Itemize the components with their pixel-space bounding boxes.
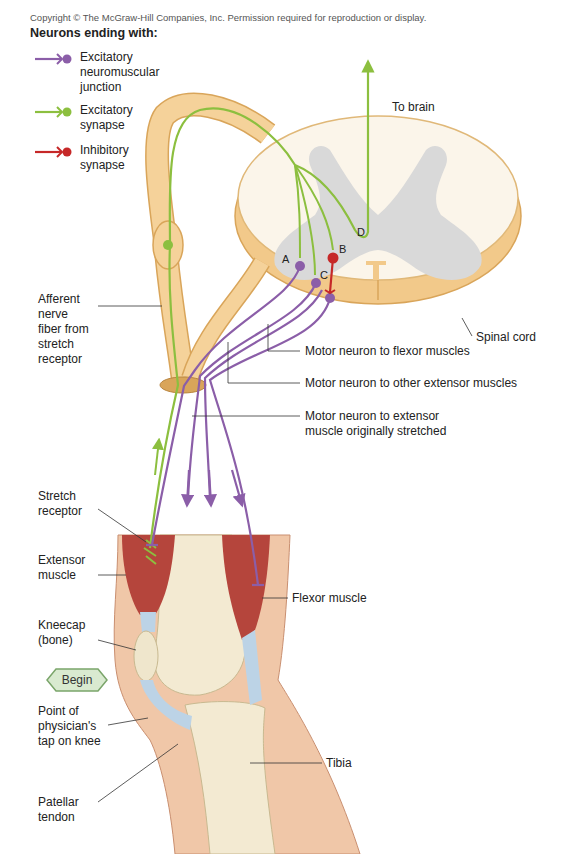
legend-label: Excitatory synapse (80, 103, 175, 133)
stretch-receptor (144, 540, 156, 564)
start-hexagon: Begin (46, 668, 108, 692)
neuromuscular-junction (146, 544, 158, 546)
leader-line (98, 306, 162, 307)
legend-swatch (33, 105, 73, 119)
leader-line (268, 324, 300, 351)
tibia-bone (185, 702, 275, 854)
hexagon-shape (47, 669, 107, 691)
spinal-cord-face (238, 116, 518, 280)
legend-swatch (33, 145, 73, 159)
swatch-fork (57, 147, 62, 157)
neuron-letter: C (320, 268, 334, 283)
part-label: Extensor muscle (38, 553, 98, 583)
dorsal-root-ganglion (153, 221, 183, 269)
leader-line (228, 342, 300, 383)
signal-arrow (155, 440, 159, 475)
legend-label: Excitatory neuromuscular junction (80, 50, 175, 95)
part-label: Tibia (326, 756, 386, 771)
part-label: Stretch receptor (38, 489, 98, 519)
swatch-dot (63, 148, 72, 157)
direction-label: To brain (392, 100, 472, 115)
motor-neuron (188, 283, 316, 500)
flexor-tendon (242, 630, 262, 705)
leader-line (98, 575, 126, 576)
motor-cell-body (311, 278, 321, 288)
inhibitory-synapse (325, 290, 335, 293)
part-label: Motor neuron to extensor muscle original… (305, 409, 470, 439)
leader-line (98, 509, 146, 542)
central-canal (366, 261, 386, 265)
leader-line (192, 416, 300, 417)
swatch-fork (57, 54, 62, 64)
swatch-dot (63, 55, 72, 64)
flexor-muscle (222, 535, 270, 640)
sensory-cell-body (163, 240, 173, 250)
legend-item: Excitatory neuromuscular junction (33, 50, 183, 96)
legend-item: Excitatory synapse (33, 103, 183, 149)
quadriceps-tendon (140, 612, 156, 632)
neuron-letter: D (357, 225, 371, 240)
neuromuscular-junction (252, 584, 264, 586)
afferent-branch (295, 165, 333, 250)
patellar-tendon (140, 680, 192, 730)
gray-matter (274, 146, 481, 280)
swatch-line (35, 111, 61, 113)
leader-line (98, 744, 178, 802)
part-label: Flexor muscle (292, 591, 412, 606)
legend-item: Inhibitory synapse (33, 143, 183, 189)
afferent-fiber (150, 108, 295, 548)
legend-heading: Neurons ending with: (30, 26, 250, 41)
swatch-dot (63, 108, 72, 117)
signal-arrow (232, 470, 242, 505)
part-label: Motor neuron to flexor muscles (305, 344, 565, 359)
motor-neuron (210, 298, 330, 585)
copyright-note: Copyright © The McGraw-Hill Companies, I… (30, 10, 570, 25)
motor-cell-body (325, 293, 335, 303)
part-label: Point of physician's tap on knee (38, 704, 108, 749)
leader-line (98, 640, 136, 650)
motor-neuron (152, 266, 300, 545)
kneecap-bone (134, 631, 158, 681)
leg-skin (114, 535, 360, 854)
part-label: Motor neuron to other extensor muscles (305, 376, 565, 391)
leader-line (108, 718, 148, 725)
leader-line (262, 598, 288, 599)
node-label: Begin (46, 668, 108, 692)
swatch-line (35, 58, 61, 60)
legend-label: Inhibitory synapse (80, 143, 175, 173)
motor-cell-body (295, 261, 305, 271)
signal-arrow (187, 470, 189, 505)
part-label: Kneecap (bone) (38, 618, 98, 648)
legend-swatch (33, 52, 73, 66)
median-fissure (377, 280, 379, 300)
part-label: Spinal cord (476, 330, 566, 345)
signal-arrow (209, 470, 211, 505)
leader-line (250, 763, 322, 764)
ascending-fiber (295, 62, 368, 237)
interneuron-cell-body (328, 253, 339, 264)
extensor-muscle (122, 535, 175, 615)
leader-line (462, 318, 472, 336)
motor-neuron (205, 290, 322, 500)
swatch-line (35, 151, 61, 153)
part-label: Patellar tendon (38, 795, 98, 825)
swatch-fork (57, 107, 62, 117)
part-label: Afferent nerve fiber from stretch recept… (38, 292, 94, 367)
neuron-letter: A (282, 252, 296, 267)
neuron-letter: B (339, 242, 353, 257)
